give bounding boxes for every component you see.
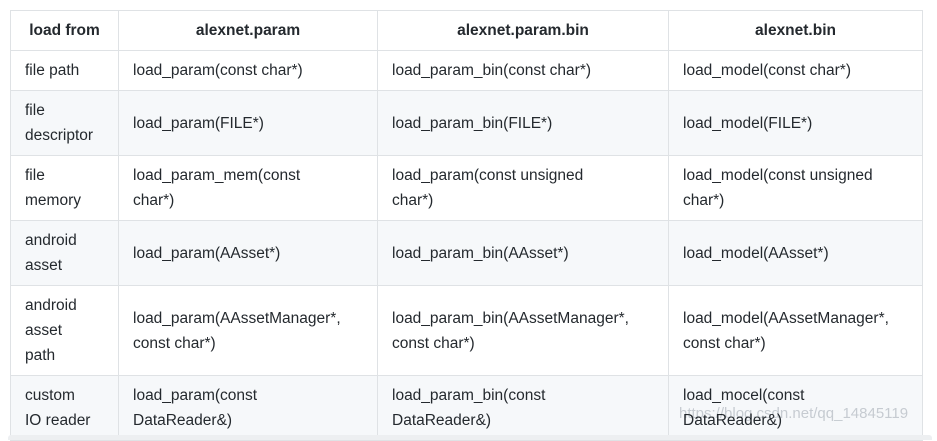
api-cell: load_param_mem(const char*)	[118, 155, 378, 221]
page-bottom-divider	[8, 435, 932, 440]
row-label-cell: android asset	[10, 220, 119, 286]
api-cell: load_param(const char*)	[118, 50, 378, 91]
column-header-alexnet-param-bin: alexnet.param.bin	[377, 10, 669, 51]
api-cell: load_param(const DataReader&)	[118, 375, 378, 441]
api-cell: load_param_bin(const DataReader&)	[377, 375, 669, 441]
api-cell: load_model(FILE*)	[668, 90, 923, 156]
table-row-file-path: file path load_param(const char*) load_p…	[10, 50, 923, 91]
api-cell: load_param_bin(AAsset*)	[377, 220, 669, 286]
api-cell: load_param(AAssetManager*, const char*)	[118, 285, 378, 376]
api-cell: load_param_bin(AAssetManager*, const cha…	[377, 285, 669, 376]
api-cell: load_model(AAssetManager*, const char*)	[668, 285, 923, 376]
api-cell: load_model(const char*)	[668, 50, 923, 91]
column-header-alexnet-bin: alexnet.bin	[668, 10, 923, 51]
row-label-cell: android asset path	[10, 285, 119, 376]
api-cell: load_param_bin(const char*)	[377, 50, 669, 91]
row-label-cell: file memory	[10, 155, 119, 221]
table-header-row: load from alexnet.param alexnet.param.bi…	[10, 10, 923, 51]
model-load-api-table: load from alexnet.param alexnet.param.bi…	[10, 10, 923, 441]
api-cell: load_param(const unsigned char*)	[377, 155, 669, 221]
row-label-cell: file descriptor	[10, 90, 119, 156]
api-cell: load_mocel(const DataReader&)	[668, 375, 923, 441]
row-label-cell: custom IO reader	[10, 375, 119, 441]
api-cell: load_model(const unsigned char*)	[668, 155, 923, 221]
api-cell: load_param_bin(FILE*)	[377, 90, 669, 156]
api-cell: load_model(AAsset*)	[668, 220, 923, 286]
column-header-load-from: load from	[10, 10, 119, 51]
table-row-file-descriptor: file descriptor load_param(FILE*) load_p…	[10, 90, 923, 156]
api-cell: load_param(FILE*)	[118, 90, 378, 156]
table-row-custom-io-reader: custom IO reader load_param(const DataRe…	[10, 375, 923, 441]
column-header-alexnet-param: alexnet.param	[118, 10, 378, 51]
table-row-android-asset: android asset load_param(AAsset*) load_p…	[10, 220, 923, 286]
row-label-cell: file path	[10, 50, 119, 91]
api-cell: load_param(AAsset*)	[118, 220, 378, 286]
table-row-file-memory: file memory load_param_mem(const char*) …	[10, 155, 923, 221]
table-row-android-asset-path: android asset path load_param(AAssetMana…	[10, 285, 923, 376]
